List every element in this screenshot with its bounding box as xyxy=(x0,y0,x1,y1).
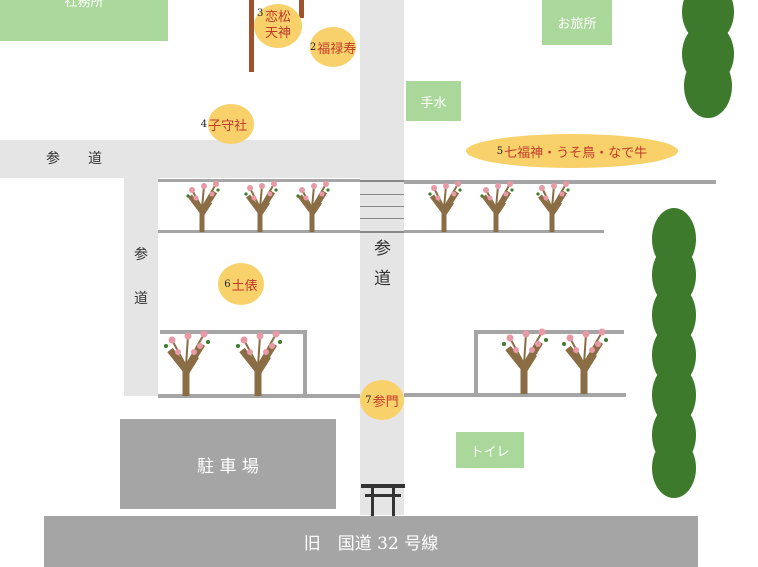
tall-tree-top-right xyxy=(682,0,734,118)
plum-tree-5 xyxy=(480,181,514,232)
plum-tree-2 xyxy=(244,181,278,232)
temizu-label: 手水 xyxy=(420,95,447,111)
plum-tree-4 xyxy=(428,181,462,232)
plum-tree-8 xyxy=(236,330,282,396)
toilet-label: トイレ xyxy=(470,444,510,460)
spot-7-label: 参門 xyxy=(372,394,399,410)
travel-office-box: お旅所 xyxy=(542,0,612,45)
fence-bottom-right-top xyxy=(474,330,624,334)
spot-4-number: 4 xyxy=(200,118,208,130)
road-horizontal-upper xyxy=(0,140,360,178)
spot-3-koimatsu-tenjin[interactable]: 恋松天神 xyxy=(254,4,302,48)
old-national-route-32: 旧 国道 32 号線 xyxy=(44,516,698,567)
plum-tree-7 xyxy=(164,330,210,396)
fence-bottom-left-side xyxy=(303,330,307,394)
sando-left-label-1: 参 xyxy=(134,247,148,263)
spot-2-label: 福禄寿 xyxy=(317,41,357,57)
fence-bottom-right-side xyxy=(474,330,478,394)
spot-5-number: 5 xyxy=(496,145,504,157)
spot-6-label: 土俵 xyxy=(231,278,258,294)
fence-bottom-left-top xyxy=(160,330,306,334)
sando-left-label-2: 道 xyxy=(134,291,148,307)
shrine-office-box: 社務所 xyxy=(0,0,168,41)
fence-top-right-lower xyxy=(404,230,604,233)
brown-post-right xyxy=(299,0,304,18)
spot-3-label: 恋松天神 xyxy=(264,10,291,41)
plum-tree-1 xyxy=(186,181,220,232)
plum-tree-10 xyxy=(562,328,608,394)
highway-label: 旧 国道 32 号線 xyxy=(303,534,439,554)
spot-2-number: 2 xyxy=(309,41,317,53)
crosswalk xyxy=(360,180,404,233)
torii-gate-icon xyxy=(361,484,405,516)
spot-4-label: 子守社 xyxy=(208,118,248,134)
tall-tree-right xyxy=(652,208,696,498)
spot-7-number: 7 xyxy=(365,394,372,406)
temizu-box: 手水 xyxy=(406,81,461,121)
sando-horizontal-label: 参 道 xyxy=(46,151,102,167)
spot-5-label: 七福神・うそ鳥・なで牛 xyxy=(504,145,648,161)
parking-lot: 駐 車 場 xyxy=(120,419,336,509)
travel-office-label: お旅所 xyxy=(557,17,597,32)
fence-bottom-left-base xyxy=(158,394,360,398)
road-vertical-left xyxy=(124,178,158,396)
sando-center-label-2: 道 xyxy=(374,269,391,289)
road-vertical-center xyxy=(360,0,404,515)
sando-center-label-1: 参 xyxy=(374,239,391,259)
plum-tree-3 xyxy=(296,181,330,232)
toilet-box: トイレ xyxy=(456,432,524,468)
spot-3-number: 3 xyxy=(257,8,264,19)
parking-label: 駐 車 場 xyxy=(197,456,259,477)
fence-bottom-right-base xyxy=(404,393,626,397)
plum-tree-9 xyxy=(502,328,548,394)
shrine-office-label: 社務所 xyxy=(64,0,104,10)
plum-tree-6 xyxy=(536,181,570,232)
spot-6-number: 6 xyxy=(224,278,231,290)
fence-top-left-upper xyxy=(158,179,360,182)
fence-top-right-upper xyxy=(404,180,716,184)
brown-post-left xyxy=(249,0,254,72)
